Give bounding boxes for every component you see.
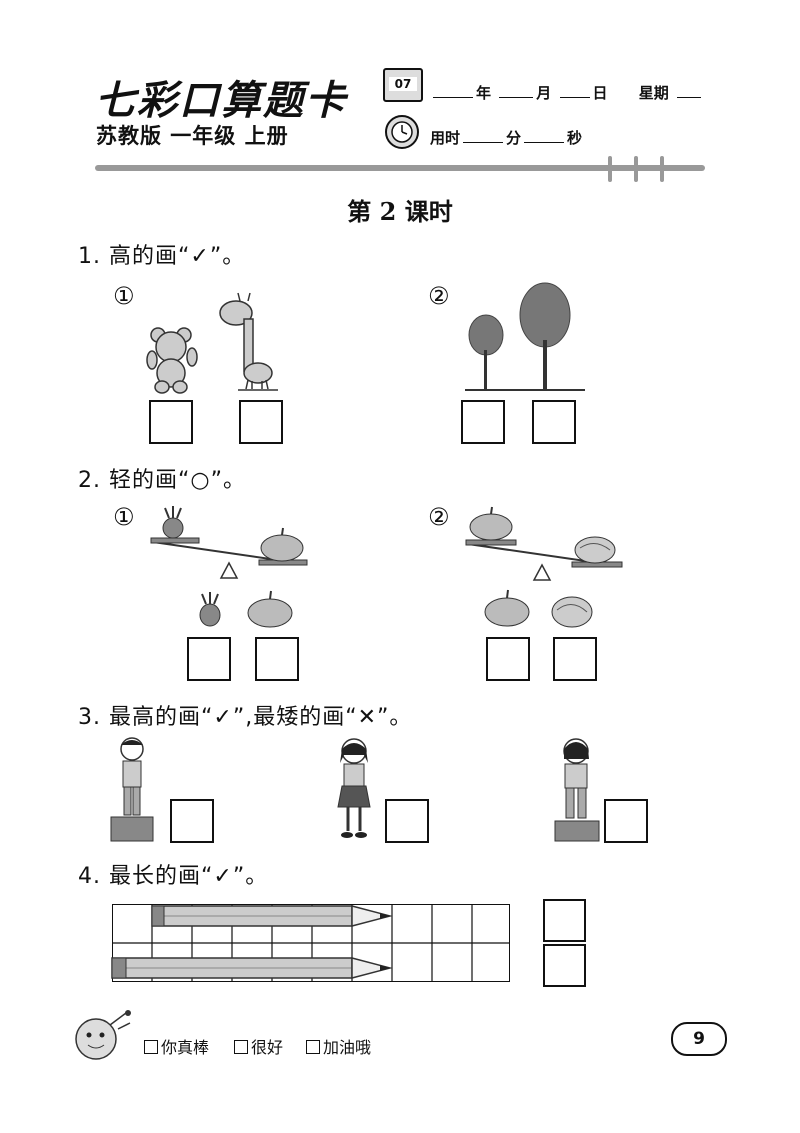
mascot-icon <box>75 1010 131 1060</box>
edition-label: 苏教版 一年级 上册 <box>96 124 289 148</box>
rating-option-3[interactable]: 加油哦 <box>306 1034 371 1058</box>
rating-option-1[interactable]: 你真棒 <box>144 1034 209 1058</box>
date-fill-line: 年 月 日 星期 <box>430 82 704 103</box>
question-1: 1. 高的画“✓”。 <box>78 244 246 269</box>
clock-icon <box>385 115 419 149</box>
q4-answer-box-top[interactable] <box>543 899 586 942</box>
q3-answer-box-boy[interactable] <box>170 799 214 843</box>
q1-sub-1: ① <box>113 282 135 310</box>
q1-answer-box-giraffe[interactable] <box>239 400 283 444</box>
question-2: 2. 轻的画“○”。 <box>78 468 246 493</box>
question-4: 4. 最长的画“✓”。 <box>78 864 269 889</box>
q2-answer-box-radish[interactable] <box>187 637 231 681</box>
question-3: 3. 最高的画“✓”,最矮的画“✕”。 <box>78 705 413 730</box>
divider-peg <box>660 156 664 182</box>
q2-answer-box-pumpkin[interactable] <box>255 637 299 681</box>
brand-title: 七彩口算题卡 <box>95 77 347 124</box>
bear-giraffe-illustration <box>146 292 278 394</box>
q2-answer-box-cabbage[interactable] <box>553 637 597 681</box>
divider-peg <box>608 156 612 182</box>
girl-on-block-illustration <box>554 738 600 842</box>
header-divider <box>95 165 705 171</box>
balance-radish-pumpkin-illustration <box>150 506 308 628</box>
balance-pumpkin-cabbage-illustration <box>465 506 623 628</box>
calendar-number: 07 <box>389 77 417 91</box>
q1-answer-box-tall-tree[interactable] <box>532 400 576 444</box>
q1-answer-box-short-tree[interactable] <box>461 400 505 444</box>
q3-answer-box-girl-right[interactable] <box>604 799 648 843</box>
checkbox-icon[interactable] <box>234 1040 248 1054</box>
q1-sub-2: ② <box>428 282 450 310</box>
time-fill-line: 用时分秒 <box>430 129 583 147</box>
q2-sub-1: ① <box>113 503 135 531</box>
pencil-short <box>151 905 393 927</box>
page-number: 9 <box>671 1022 727 1056</box>
boy-on-block-illustration <box>110 737 154 842</box>
rating-option-2[interactable]: 很好 <box>234 1034 283 1058</box>
divider-peg <box>634 156 638 182</box>
pencil-long <box>111 957 393 979</box>
q4-answer-box-bottom[interactable] <box>543 944 586 987</box>
q2-sub-2: ② <box>428 503 450 531</box>
girl-illustration <box>337 738 371 838</box>
q3-answer-box-girl-middle[interactable] <box>385 799 429 843</box>
calendar-icon: 07 <box>383 68 423 102</box>
q2-answer-box-pumpkin[interactable] <box>486 637 530 681</box>
lesson-title: 第 2 课时 <box>347 197 453 226</box>
q1-answer-box-bear[interactable] <box>149 400 193 444</box>
checkbox-icon[interactable] <box>306 1040 320 1054</box>
two-trees-illustration <box>465 282 585 391</box>
checkbox-icon[interactable] <box>144 1040 158 1054</box>
